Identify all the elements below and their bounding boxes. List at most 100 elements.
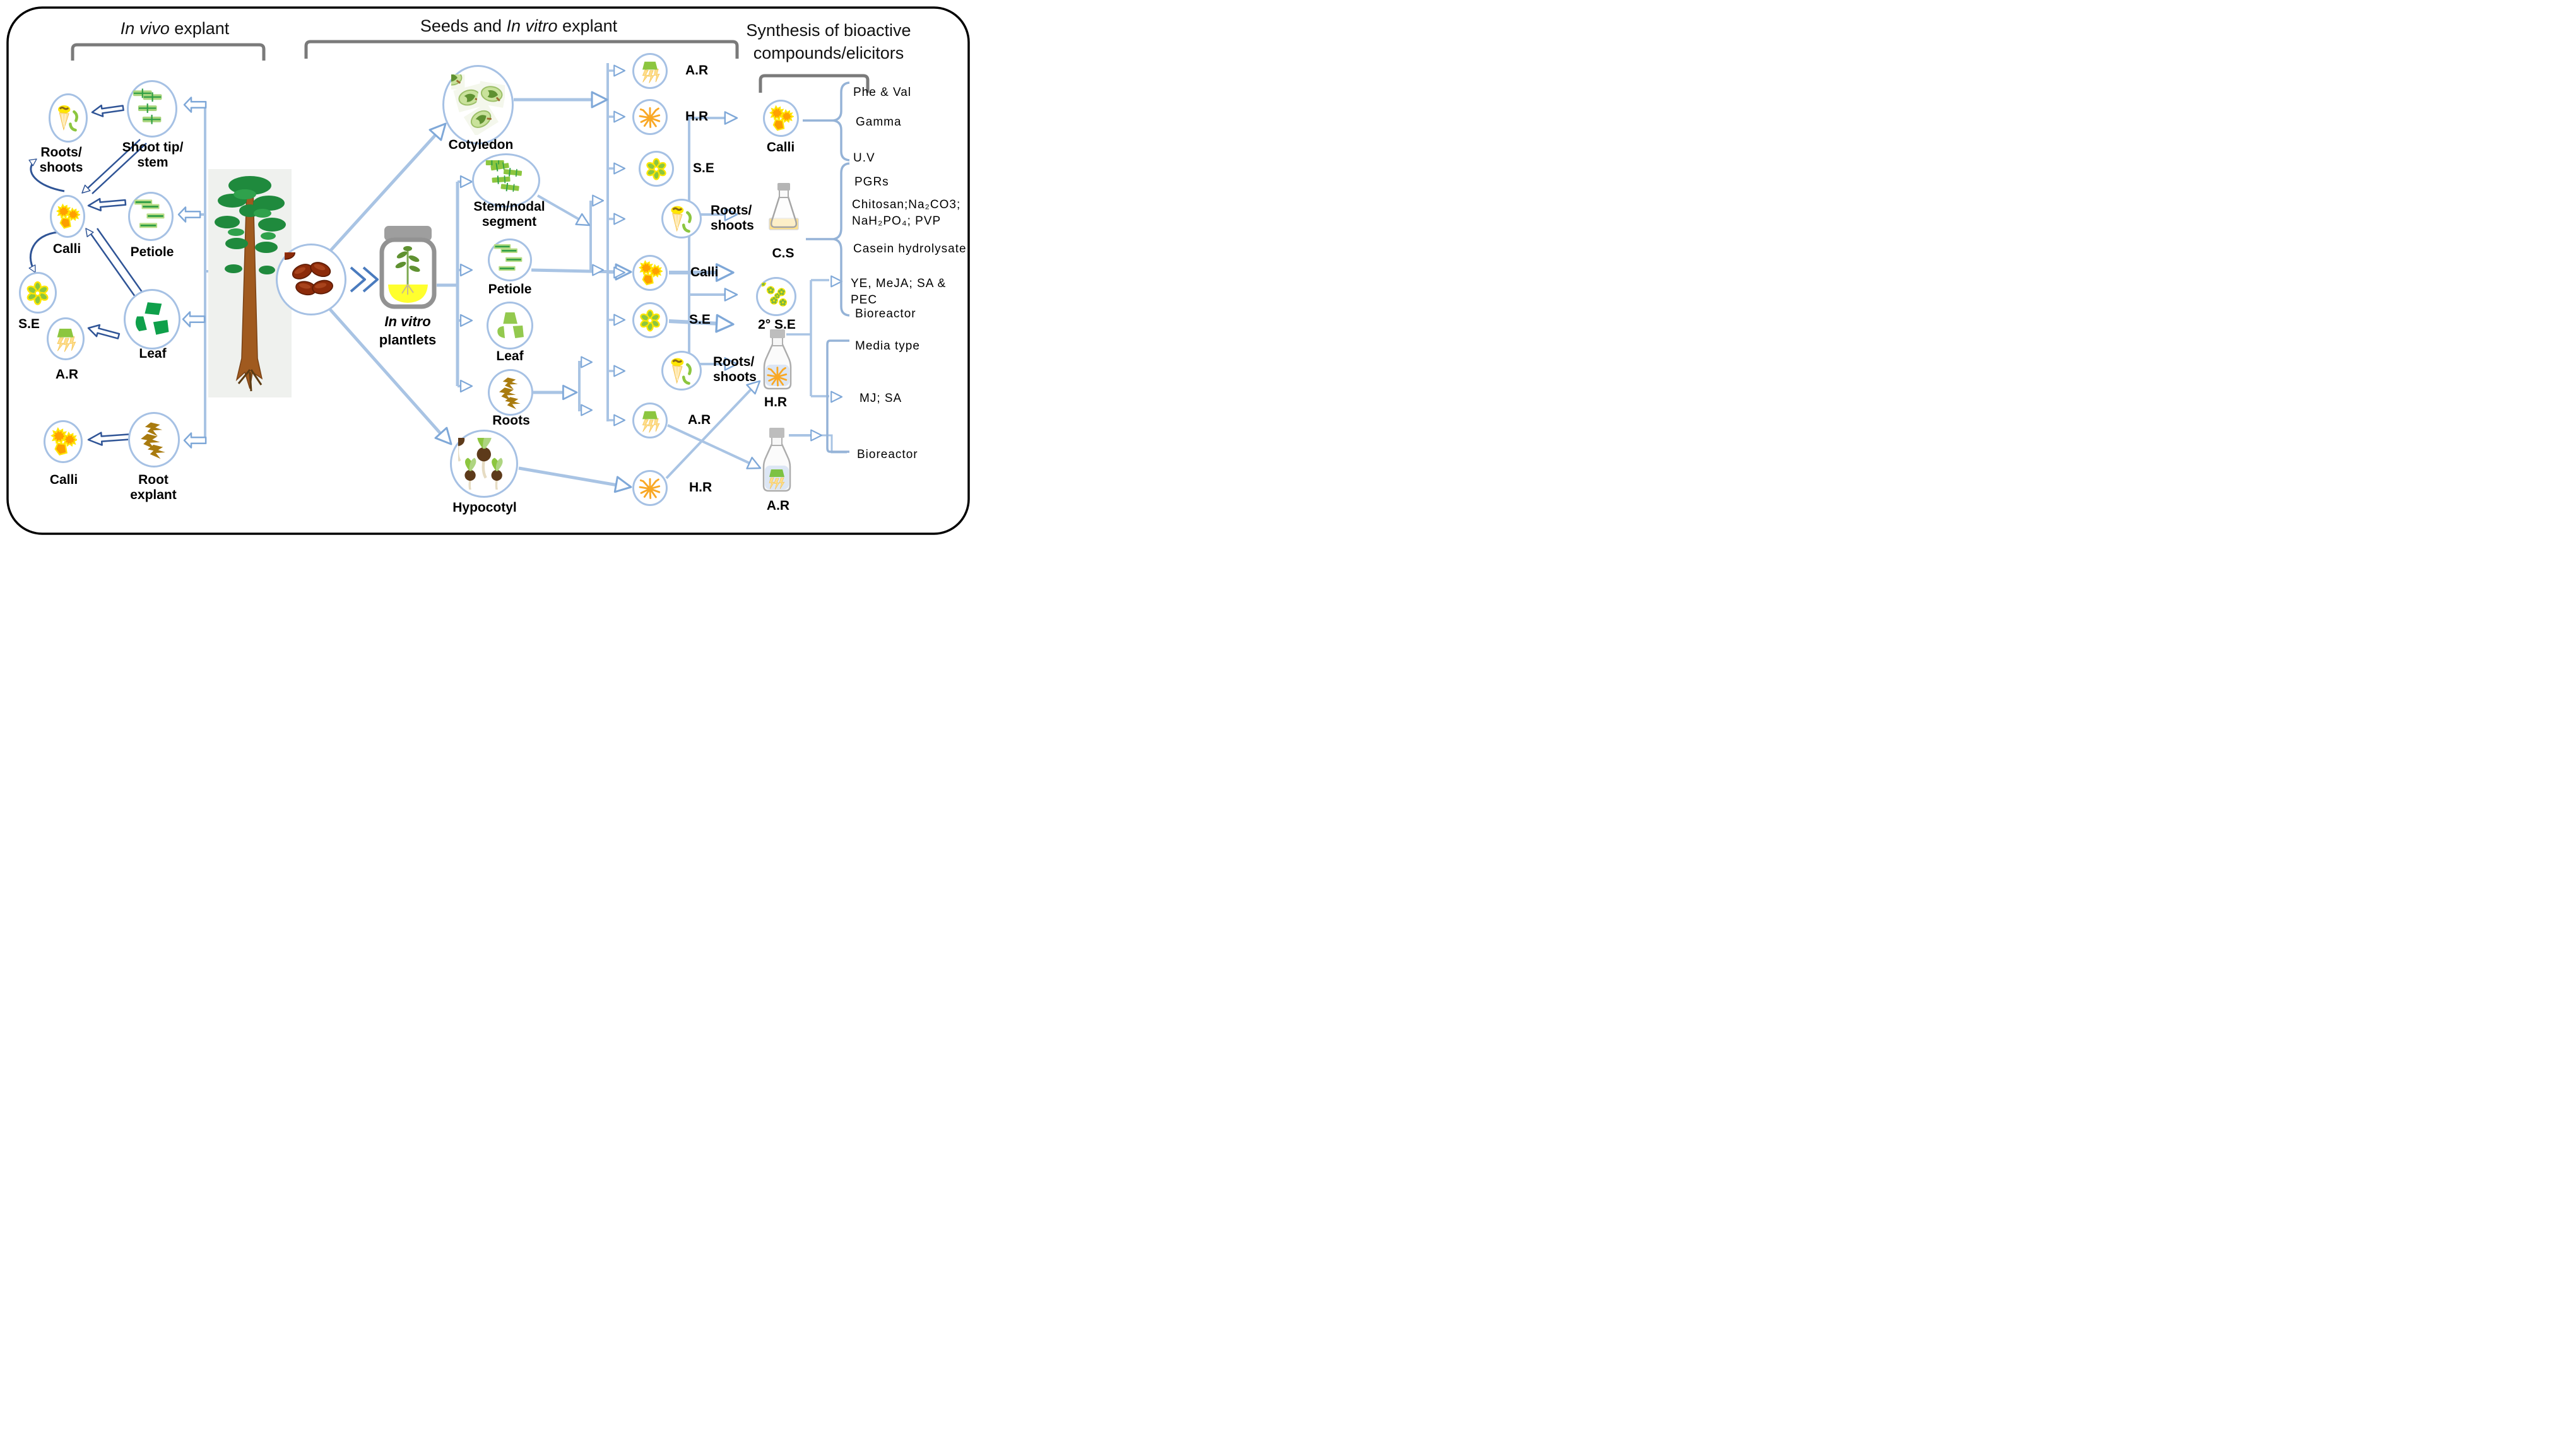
synthesis-header: Synthesis of bioactive compounds/elicito…: [746, 21, 911, 63]
hairy-roots-icon: [639, 478, 661, 499]
in-vivo-header-italic: In vivo: [120, 19, 170, 38]
elicitor-media-type: Media type: [855, 339, 920, 353]
label-cotyledon: Cotyledon: [448, 138, 514, 152]
hairy-roots-icon: [639, 107, 661, 128]
node-cotyledon: [442, 65, 514, 144]
se-row-arrow: [668, 319, 720, 326]
roots-shoots-icon: [54, 100, 83, 136]
roots-shoots-icon: [667, 204, 696, 233]
node-se-vivo: [19, 272, 57, 314]
calli-icon: [637, 260, 663, 286]
roots-shoots-icon: [667, 356, 696, 385]
seeds-to-cotyledon-line: [329, 127, 443, 252]
jar-label: In vitro plantlets: [379, 313, 436, 349]
label-ar-flask: A.R: [766, 498, 790, 513]
section-brackets: [71, 40, 870, 93]
in-vivo-header: In vivo explant: [121, 19, 230, 38]
node-roots-shoots-vivo: [49, 93, 88, 143]
node-seeds: [276, 244, 346, 315]
label-hr-flask: H.R: [764, 395, 788, 409]
label-cs: C.S: [772, 246, 795, 261]
node-petiole-vivo: [128, 192, 174, 241]
adventitious-root-flask-icon: [762, 428, 791, 492]
hairy-root-flask-icon: [763, 329, 792, 390]
label-hypocotyl: Hypocotyl: [452, 500, 517, 515]
jar-label-rest: plantlets: [379, 331, 437, 348]
conical-flask-icon: [769, 183, 799, 230]
elicitor-braces: [803, 81, 850, 453]
hypocotyl-to-hr-line: [518, 466, 622, 488]
seeds-icon: [285, 252, 338, 307]
label-calli-vivo-top: Calli: [52, 242, 81, 256]
stem-nodal-icon: [480, 160, 532, 201]
node-roots-vitro: [488, 369, 533, 416]
somatic-embryo-icon: [25, 281, 50, 305]
leaf-vitro-icon: [497, 312, 524, 338]
leaf-icon: [136, 302, 169, 335]
node-synthesis-calli: [763, 100, 799, 137]
node-outcome-se-2: [632, 302, 668, 338]
label-outcome-roots-shoots-1: Roots/ shoots: [711, 203, 754, 233]
elicitor-bioreactor-2: Bioreactor: [857, 448, 918, 461]
hr-square-bracket: [826, 339, 849, 453]
elicitor-phe-val: Phe & Val: [853, 86, 912, 99]
diagram-canvas: In vivo explant Seeds and In vitro expla…: [0, 0, 976, 541]
node-outcome-hr-2: [632, 470, 668, 506]
label-stem-nodal: Stem/nodal segment: [473, 199, 545, 229]
in-vitro-jar-icon: [379, 226, 437, 309]
navy-arrows: [28, 102, 147, 447]
node-stem-nodal: [472, 153, 540, 208]
node-leaf-vivo: [124, 289, 180, 350]
node-secondary-se: [756, 277, 796, 316]
ar-to-ar-flask-line: [667, 424, 754, 466]
label-secondary-se: 2° S.E: [758, 317, 796, 332]
calli-brace: [833, 81, 850, 162]
jar-label-italic: In vitro: [384, 314, 431, 329]
label-outcome-ar-2: A.R: [688, 413, 711, 427]
se-cluster-icon: [762, 283, 791, 311]
seeds-header-post: explant: [557, 16, 618, 35]
elicitor-pgrs: PGRs: [854, 175, 889, 189]
in-vivo-header-rest: explant: [169, 19, 230, 38]
node-leaf-vitro: [487, 302, 533, 350]
root-explant-icon: [135, 419, 174, 461]
label-outcome-hr-1: H.R: [685, 109, 709, 124]
node-outcome-hr-1: [632, 99, 668, 135]
hypocotyl-icon: [458, 438, 510, 490]
label-leaf-vitro: Leaf: [496, 349, 524, 363]
shoot-tip-icon: [133, 88, 170, 131]
ar-flask-to-bioreactor-line: [822, 434, 847, 454]
seeds-chevrons: [350, 266, 379, 293]
node-outcome-roots-shoots-2: [661, 351, 702, 391]
jar-branch-line: [437, 182, 459, 386]
label-ar-vivo: A.R: [55, 367, 79, 382]
node-outcome-roots-shoots-1: [661, 199, 702, 238]
node-hypocotyl: [450, 430, 518, 498]
node-calli-vivo-top: [50, 195, 85, 238]
somatic-embryo-icon: [639, 309, 661, 332]
label-outcome-se-2: S.E: [689, 312, 711, 327]
cotyledon-icon: [451, 74, 505, 135]
label-outcome-calli: Calli: [690, 265, 719, 279]
seeds-header-italic: In vitro: [506, 16, 558, 35]
node-root-explant: [128, 412, 180, 468]
elicitor-mj-sa: MJ; SA: [860, 392, 902, 405]
node-shoot-tip-stem: [127, 80, 177, 138]
elicitor-bioreactor-1: Bioreactor: [855, 307, 916, 320]
petiole-vitro-icon: [493, 244, 526, 276]
node-outcome-calli: [632, 255, 668, 291]
label-leaf-vivo: Leaf: [139, 346, 167, 361]
label-shoot-tip-stem: Shoot tip/ stem: [122, 140, 184, 170]
calli-icon: [49, 426, 78, 457]
synthesis-bracket: [759, 74, 870, 93]
node-petiole-vitro: [488, 238, 532, 281]
elicitor-ye-meja: YE, MeJA; SA & PEC: [851, 277, 947, 307]
elicitor-gamma: Gamma: [856, 115, 902, 129]
node-calli-vivo-bottom: [44, 420, 83, 463]
label-outcome-ar-1: A.R: [685, 63, 709, 78]
connector-layer: [6, 6, 970, 535]
calli-icon: [768, 105, 794, 131]
seeds-to-hypocotyl-line: [327, 306, 447, 440]
label-petiole-vitro: Petiole: [488, 282, 532, 297]
label-roots-vitro: Roots: [492, 413, 530, 428]
